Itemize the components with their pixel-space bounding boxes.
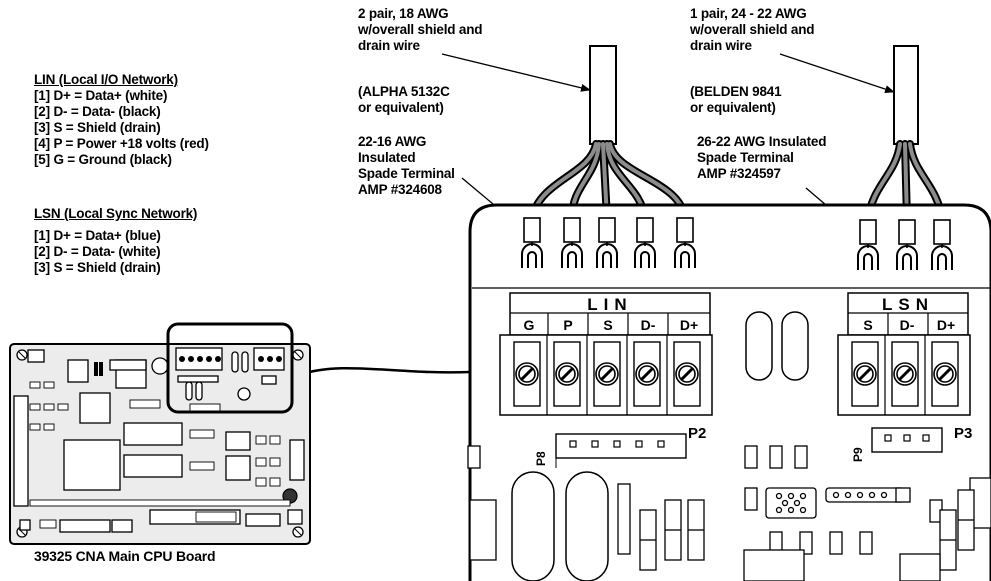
- lin-legend-title: LIN (Local I/O Network): [34, 72, 178, 87]
- lsn-terminal-callout: 26-22 AWG Insulated Spade Terminal AMP #…: [697, 134, 826, 182]
- zoom-connector-line: [299, 366, 471, 377]
- lsn-legend-item: [2] D- = Data- (white): [34, 244, 161, 259]
- lin-spade-terminals: [521, 217, 696, 268]
- lin-legend-item: [1] D+ = Data+ (white): [34, 88, 168, 103]
- callout-line: AMP #324608: [358, 182, 442, 197]
- lsn-cable: [864, 45, 946, 224]
- board-caption: 39325 CNA Main CPU Board: [34, 548, 216, 564]
- callout-line: w/overall shield and: [690, 22, 815, 37]
- lin-pin-label: D+: [680, 317, 698, 333]
- lsn-pin-label: D+: [937, 317, 955, 333]
- callout-line: (BELDEN 9841: [690, 84, 782, 99]
- lin-connector-ref: P2: [688, 425, 706, 442]
- lin-cable-arrow: [441, 53, 591, 92]
- callout-line: 26-22 AWG Insulated: [697, 134, 827, 149]
- lsn-pin-label: D-: [900, 317, 915, 333]
- callout-line: Insulated: [358, 150, 416, 165]
- lin-terminal-callout: 22-16 AWG Insulated Spade Terminal AMP #…: [358, 134, 455, 198]
- lin-legend: LIN (Local I/O Network) [1] D+ = Data+ (…: [34, 72, 209, 168]
- callout-line: Spade Terminal: [358, 166, 455, 181]
- lsn-legend-item: [1] D+ = Data+ (blue): [34, 228, 161, 243]
- callout-line: w/overall shield and: [358, 22, 483, 37]
- lsn-connector-title: LSN: [882, 295, 934, 314]
- lin-connector: LIN G P S D- D+ P2: [499, 292, 713, 442]
- p8-label: P8: [534, 451, 548, 466]
- lsn-cable-part-callout: (BELDEN 9841 or equivalent): [690, 84, 782, 116]
- p9-label: P9: [851, 447, 865, 462]
- lsn-cable-callout: 1 pair, 24 - 22 AWG w/overall shield and…: [690, 6, 814, 54]
- callout-line: Spade Terminal: [697, 150, 794, 165]
- lsn-connector: LSN S D- D+ P3: [837, 292, 972, 442]
- lin-legend-item: [5] G = Ground (black): [34, 152, 172, 167]
- p8-header: P8: [534, 433, 687, 468]
- lsn-cable-arrow: [779, 53, 895, 93]
- lin-legend-item: [4] P = Power +18 volts (red): [34, 136, 209, 151]
- lin-cable-callout: 2 pair, 18 AWG w/overall shield and drai…: [358, 6, 482, 54]
- lin-legend-item: [2] D- = Data- (black): [34, 104, 161, 119]
- oval-components: [511, 311, 809, 581]
- lin-pin-label: G: [524, 317, 535, 333]
- lsn-legend: LSN (Local Sync Network) [1] D+ = Data+ …: [34, 206, 197, 276]
- callout-line: or equivalent): [358, 100, 444, 115]
- lin-cable-part-callout: (ALPHA 5132C or equivalent): [358, 84, 450, 116]
- lsn-connector-ref: P3: [954, 425, 972, 442]
- lin-pin-label: D-: [641, 317, 656, 333]
- lin-pin-label: P: [563, 317, 572, 333]
- callout-line: AMP #324597: [697, 166, 781, 181]
- connector-zoom-highlight: [166, 322, 294, 414]
- lsn-legend-item: [3] S = Shield (drain): [34, 260, 161, 275]
- lin-connector-title: LIN: [587, 295, 632, 314]
- callout-line: 2 pair, 18 AWG: [358, 6, 449, 21]
- callout-line: drain wire: [690, 38, 752, 53]
- callout-line: or equivalent): [690, 100, 776, 115]
- p9-header: P9: [851, 427, 943, 462]
- board-components: [467, 445, 991, 581]
- lsn-pin-label: S: [863, 317, 872, 333]
- cpu-board: [9, 322, 311, 545]
- callout-line: (ALPHA 5132C: [358, 84, 450, 99]
- callout-line: 1 pair, 24 - 22 AWG: [690, 6, 807, 21]
- lin-pin-label: S: [603, 317, 612, 333]
- lin-legend-item: [3] S = Shield (drain): [34, 120, 161, 135]
- lin-cable: [528, 45, 689, 222]
- lsn-spade-terminals: [857, 219, 953, 270]
- callout-line: 22-16 AWG: [358, 134, 427, 149]
- board-component-details: [640, 491, 974, 541]
- lsn-legend-title: LSN (Local Sync Network): [34, 206, 198, 221]
- callout-line: drain wire: [358, 38, 420, 53]
